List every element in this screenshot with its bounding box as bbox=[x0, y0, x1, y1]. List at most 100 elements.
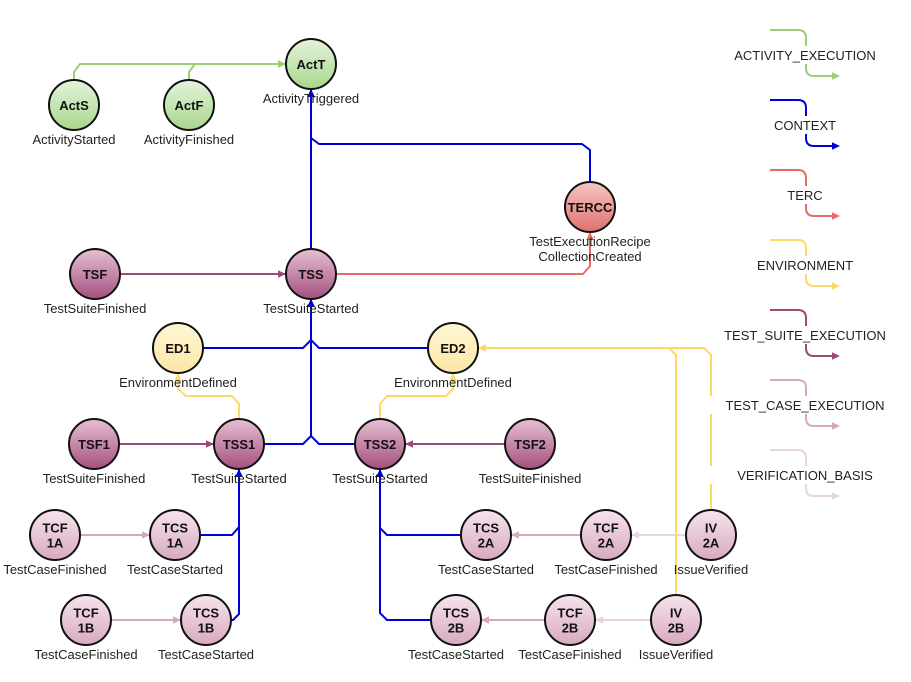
node-circle bbox=[460, 509, 512, 561]
legend-item-context: CONTEXT bbox=[700, 99, 910, 150]
node-label: ActF bbox=[175, 98, 204, 113]
legend-arrowhead bbox=[832, 352, 840, 360]
edge-iv2b-to-ed2 bbox=[478, 344, 677, 595]
edge-iv2a-to-tcf2a bbox=[631, 531, 686, 539]
legend-item-activity-execution: ACTIVITY_EXECUTION bbox=[700, 29, 910, 80]
node-caption: TestSuiteStarted bbox=[191, 471, 286, 486]
edge-tsf2-to-tss2 bbox=[405, 440, 505, 448]
node-circle bbox=[48, 79, 100, 131]
node-caption: TestCaseStarted bbox=[158, 647, 254, 662]
edge-iv2b-to-tcf2b bbox=[595, 616, 651, 624]
edge-arrowhead bbox=[173, 616, 181, 624]
edge-arrowhead bbox=[595, 616, 603, 624]
node-caption: TestCaseFinished bbox=[518, 647, 621, 662]
legend-label-backdrop bbox=[700, 186, 910, 204]
node-circle bbox=[427, 322, 479, 374]
node-tsf: TSF TestSuiteFinished bbox=[44, 248, 147, 316]
legend-label-backdrop bbox=[700, 396, 910, 414]
node-label: TSS2 bbox=[364, 437, 397, 452]
legend-item-terc: TERC bbox=[700, 169, 910, 220]
node-circle bbox=[163, 79, 215, 131]
node-caption: TestSuiteFinished bbox=[44, 301, 147, 316]
legend-item-verification-basis: VERIFICATION_BASIS bbox=[700, 449, 910, 500]
legend-label-backdrop bbox=[700, 116, 910, 134]
legend-label: VERIFICATION_BASIS bbox=[737, 468, 873, 483]
node-caption: TestSuiteFinished bbox=[43, 471, 146, 486]
edge-line bbox=[336, 232, 591, 275]
edge-arrowhead bbox=[206, 440, 214, 448]
node-caption: ActivityStarted bbox=[32, 132, 115, 147]
node-circle bbox=[580, 509, 632, 561]
node-label: TSS1 bbox=[223, 437, 256, 452]
edge-arrowhead bbox=[631, 531, 639, 539]
legend-arrowhead bbox=[832, 212, 840, 220]
node-caption: EnvironmentDefined bbox=[119, 375, 237, 390]
node-caption: TestSuiteStarted bbox=[332, 471, 427, 486]
legend-arrowhead bbox=[832, 142, 840, 150]
edge-line bbox=[310, 299, 355, 445]
edge-line bbox=[177, 373, 240, 419]
edge-tss1-to-ed1 bbox=[174, 373, 240, 419]
edge-tss1-to-tss bbox=[264, 299, 315, 445]
edge-tcf1b-to-tcs1b bbox=[111, 616, 181, 624]
edge-line bbox=[188, 63, 286, 80]
edge-line bbox=[264, 299, 312, 445]
node-circle bbox=[430, 594, 482, 646]
legend-arrowhead bbox=[832, 422, 840, 430]
edge-arrowhead bbox=[376, 469, 384, 477]
node-circle bbox=[650, 594, 702, 646]
legend-arrowhead bbox=[832, 282, 840, 290]
edge-line bbox=[231, 469, 240, 621]
edge-tsf1-to-tss1 bbox=[119, 440, 214, 448]
legend-item-test-suite-execution: TEST_SUITE_EXECUTION bbox=[700, 309, 910, 360]
edge-tcf1a-to-tcs1a bbox=[80, 531, 150, 539]
node-circle bbox=[180, 594, 232, 646]
legend-label: ENVIRONMENT bbox=[757, 258, 853, 273]
node-circle bbox=[285, 38, 337, 90]
edge-arrowhead bbox=[481, 616, 489, 624]
edge-tcf2b-to-tcs2b bbox=[481, 616, 545, 624]
legend-label: TEST_SUITE_EXECUTION bbox=[724, 328, 886, 343]
node-circle bbox=[213, 418, 265, 470]
edge-arrowhead bbox=[449, 373, 457, 381]
node-label: ED1 bbox=[165, 341, 190, 356]
edge-arrowhead bbox=[478, 344, 486, 352]
edges-layer bbox=[73, 60, 712, 624]
node-circle bbox=[149, 509, 201, 561]
edge-arrowhead bbox=[307, 299, 315, 307]
node-label: TSF bbox=[83, 267, 108, 282]
node-caption: IssueVerified bbox=[674, 562, 748, 577]
edge-tcs1b-to-tss1 bbox=[231, 469, 243, 621]
edge-arrowhead bbox=[278, 270, 286, 278]
legend-label-backdrop bbox=[700, 326, 910, 344]
node-label: ED2 bbox=[440, 341, 465, 356]
edge-tss2-to-tss bbox=[307, 299, 355, 445]
edge-line bbox=[310, 89, 591, 182]
legend-item-test-case-execution: TEST_CASE_EXECUTION bbox=[700, 379, 910, 430]
node-label: TERCC bbox=[568, 200, 613, 215]
legend-label: ACTIVITY_EXECUTION bbox=[734, 48, 876, 63]
